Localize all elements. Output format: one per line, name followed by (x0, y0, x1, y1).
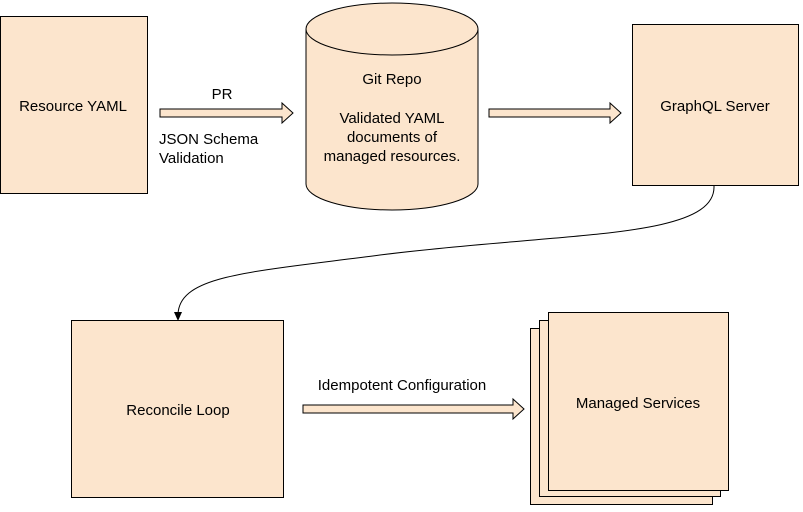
resource-yaml-label: Resource YAML (19, 98, 127, 115)
git-repo-cylinder-body (305, 29, 479, 211)
resource-yaml-box (0, 16, 148, 194)
git-repo-title: Git Repo (362, 71, 421, 88)
managed-services-label: Managed Services (576, 395, 700, 412)
git-repo-description-line-2: documents of (347, 129, 438, 146)
git-repo-node: Git Repo Validated YAML documents of man… (305, 2, 479, 211)
schema-validation-line-2: Validation (159, 150, 224, 167)
idempotent-configuration-label: Idempotent Configuration (318, 377, 486, 394)
git-to-graphql-arrow-shape (488, 101, 622, 125)
pr-arrow-shape (159, 101, 294, 125)
pr-arrow: PR JSON Schema Validation (159, 86, 294, 167)
managed-services-front-page (548, 312, 729, 491)
pr-label: PR (212, 86, 233, 103)
reconcile-loop-box (71, 320, 284, 498)
git-to-graphql-arrow (488, 101, 622, 125)
reconcile-loop-label: Reconcile Loop (126, 402, 229, 419)
git-repo-description-line-1: Validated YAML (339, 110, 444, 127)
resource-yaml-node: Resource YAML (0, 16, 148, 194)
git-repo-cylinder-top (305, 2, 479, 56)
graphql-server-node: GraphQL Server (632, 24, 799, 186)
idempotent-configuration-arrow: Idempotent Configuration (302, 377, 525, 421)
graphql-to-reconcile-arrowhead (174, 312, 182, 321)
reconcile-loop-node: Reconcile Loop (71, 320, 284, 498)
managed-services-node: Managed Services (530, 312, 729, 505)
graphql-to-reconcile-connector (174, 185, 715, 321)
schema-validation-line-1: JSON Schema (159, 131, 259, 148)
graphql-server-box (632, 24, 799, 186)
git-repo-description-line-3: managed resources. (324, 148, 461, 165)
graphql-server-label: GraphQL Server (660, 98, 770, 115)
idempotent-configuration-arrow-shape (302, 397, 525, 421)
graphql-to-reconcile-curve (177, 185, 715, 315)
